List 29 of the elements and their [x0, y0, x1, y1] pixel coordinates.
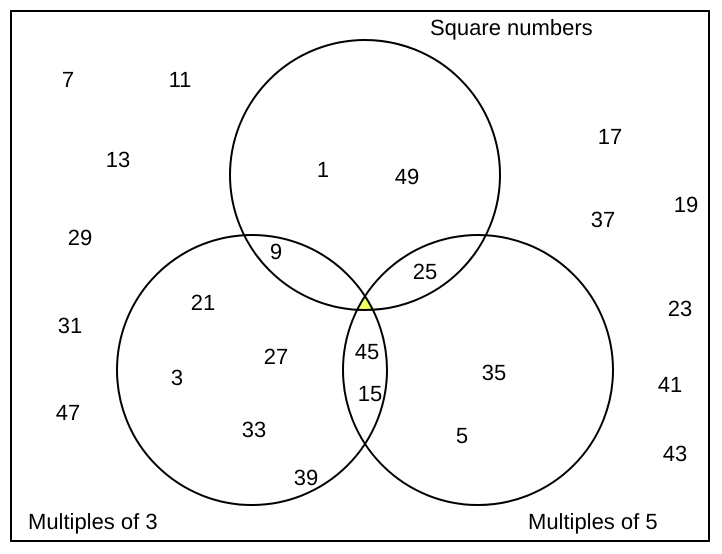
number-label: 11: [168, 68, 192, 92]
number-label: 35: [482, 361, 506, 385]
number-label: 5: [456, 424, 468, 448]
number-label: 43: [662, 442, 688, 466]
number-label: 33: [242, 418, 266, 442]
number-label: 7: [62, 68, 74, 92]
number-label: 45: [354, 340, 380, 364]
set-title: Multiples of 3: [28, 510, 158, 534]
number-label: 13: [106, 148, 130, 172]
number-label: 47: [56, 401, 80, 425]
number-label: 17: [598, 125, 622, 149]
set-title: Square numbers: [430, 16, 593, 40]
number-label: 19: [674, 193, 698, 217]
number-label: 23: [668, 297, 692, 321]
number-label: 37: [590, 208, 616, 232]
number-label: 27: [264, 345, 288, 369]
number-label: 41: [658, 373, 682, 397]
universal-set-box: [10, 10, 710, 542]
number-label: 1: [316, 158, 330, 182]
set-title: Multiples of 5: [528, 510, 658, 534]
number-label: 3: [170, 366, 184, 390]
number-label: 9: [270, 240, 282, 264]
number-label: 29: [68, 226, 92, 250]
number-label: 39: [294, 466, 318, 490]
number-label: 25: [412, 260, 438, 284]
number-label: 49: [394, 165, 420, 189]
number-label: 31: [58, 314, 82, 338]
number-label: 15: [358, 382, 382, 406]
number-label: 21: [190, 291, 216, 315]
